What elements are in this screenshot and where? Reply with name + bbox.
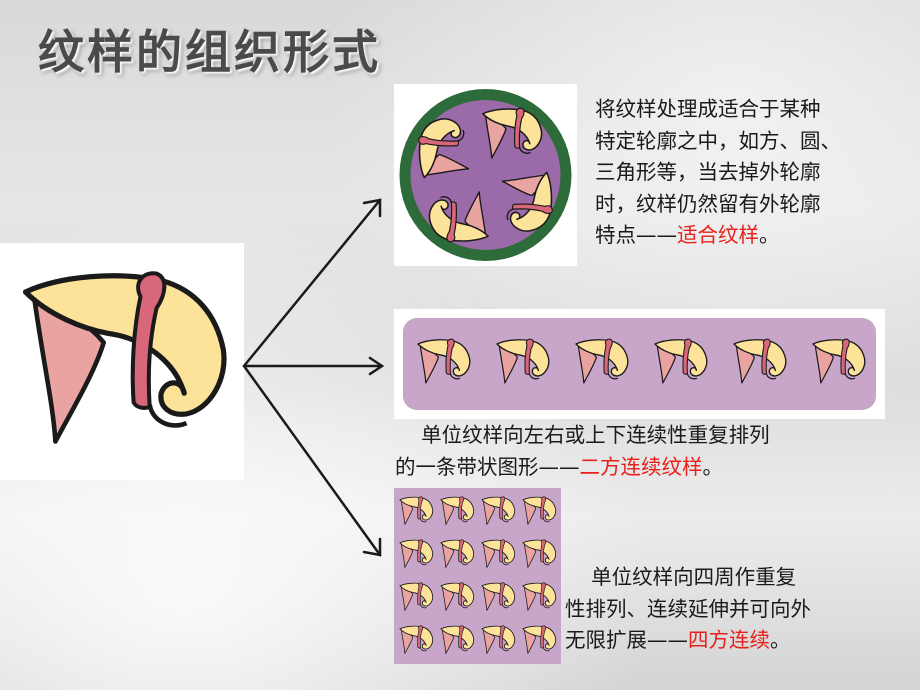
fitted-pattern-panel — [394, 84, 577, 266]
band-pattern-description: 单位纹样向左右或上下连续性重复排列 的一条带状图形——二方连续纹样。 — [395, 420, 875, 483]
term-highlight: 四方连续 — [688, 628, 770, 652]
text-line: 将纹样处理成适合于某种 — [595, 97, 821, 121]
fitted-pattern-image — [399, 89, 572, 261]
text-prefix: 无限扩展—— — [565, 628, 688, 652]
text-suffix: 。 — [759, 223, 780, 247]
tile-pattern-panel — [394, 488, 561, 664]
text-line: 性排列、连续延伸并可向外 — [565, 596, 811, 621]
text-suffix: 。 — [770, 628, 791, 652]
text-line: 单位纹样向左右或上下连续性重复排列 — [395, 423, 770, 447]
term-highlight: 二方连续纹样 — [579, 454, 703, 479]
band-pattern-panel — [394, 309, 885, 419]
slide-title: 纹样的组织形式 — [38, 25, 381, 79]
text-suffix: 。 — [702, 454, 724, 479]
tile-pattern-description: 单位纹样向四周作重复 性排列、连续延伸并可向外 无限扩展——四方连续。 — [565, 562, 885, 657]
band-pattern-image — [403, 318, 876, 410]
term-highlight: 适合纹样 — [677, 223, 759, 247]
fitted-pattern-description: 将纹样处理成适合于某种 特定轮廓之中，如方、圆、 三角形等，当去掉外轮廓 时，纹… — [595, 94, 915, 252]
text-line: 特点——适合纹样。 — [595, 220, 915, 252]
unit-motif-panel — [0, 243, 244, 480]
text-line: 特定轮廓之中，如方、圆、 — [595, 128, 841, 153]
arrow-right-icon — [242, 198, 382, 368]
text-line: 无限扩展——四方连续。 — [565, 625, 885, 657]
text-line: 单位纹样向四周作重复 — [565, 565, 797, 589]
text-line: 三角形等，当去掉外轮廓 — [595, 160, 821, 184]
text-line: 的一条带状图形——二方连续纹样。 — [395, 452, 875, 484]
text-prefix: 的一条带状图形—— — [395, 454, 580, 479]
text-prefix: 特点—— — [595, 223, 677, 247]
arrow-right-icon — [242, 364, 382, 557]
text-line: 时，纹样仍然留有外轮廓 — [595, 191, 821, 216]
